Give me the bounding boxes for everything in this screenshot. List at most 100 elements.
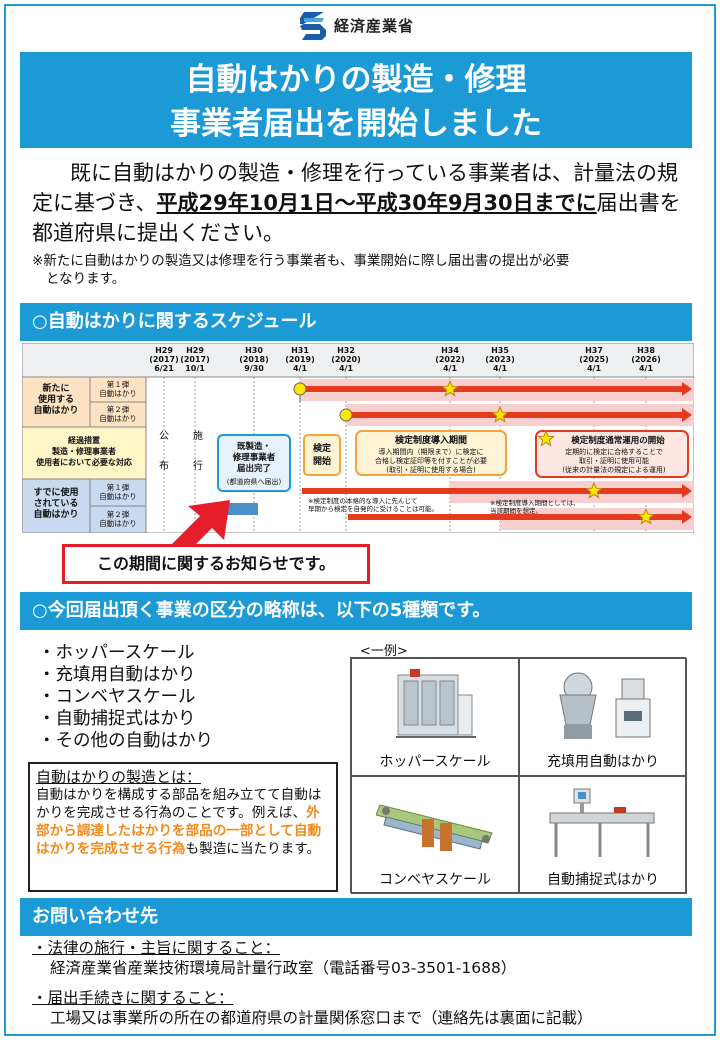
introduction-period-text: (取引・証明に使用する場合) [386,465,476,474]
category-item: コンベヤスケール [38,686,213,708]
timeline-tick-label: (2025) [579,355,609,364]
enforcement-label: 行 [193,459,203,472]
contact-heading: お問い合わせ先 [20,898,692,936]
example-filling: 充填用自動はかり [519,658,687,776]
row-new-label-bg [22,376,91,428]
example-conveyor: コンベヤスケール [351,776,519,894]
timeline-tick-label: H32 [337,346,355,355]
introduction-period-text: 合格し検定証印等を付すことが必要 [375,456,487,465]
callout-arrow-icon [170,500,230,558]
intro-paragraph: 既に自動はかりの製造・修理を行っている事業者は、計量法の規定に基づき、平成29年… [32,158,692,248]
new-batch1-arrow [304,386,684,392]
definition-box: 自動はかりの製造とは： 自動はかりを構成する部品を組み立てて自動はかりを完成させ… [28,762,338,892]
timeline-tick-label: H31 [291,346,309,355]
deadline-emphasis: 平成29年10月1日～平成30年9月30日までに [156,191,597,215]
contact-answer-2: 工場又は事業所の所在の都道府県の計量関係窓口まで（連絡先は裏面に記載） [50,1009,593,1027]
meti-logo-icon [300,12,326,40]
registered-box-text: 修理事業者 [232,452,276,463]
intro-text-2: 届出書を都道府県に提出ください。 [32,191,681,245]
row-existing-batch1: 第１弾 [107,482,130,492]
existing-batch2-arrow-head [682,510,692,524]
full-operation-text: 定期的に検定に合格することで [565,447,663,456]
contact-question-1: ・法律の施行・主旨に関すること： [32,939,281,957]
existing-note-2: 当該期間を想定。 [490,506,542,515]
category-item: 自動捕捉式はかり [38,708,213,730]
definition-text: 自動はかりを構成する部品を組み立てて自動はかりを完成させる行為のことです。例えば… [36,786,330,858]
definition-highlight: 外部から調達したはかりを部品の一部として自動はかりを完成させる行為 [36,805,322,857]
timeline-tick-label: 10/1 [185,364,205,373]
example-caption: 充填用自動はかり [547,754,659,770]
timeline-tick-label: 4/1 [493,364,507,373]
category-item: 充填用自動はかり [38,664,213,686]
contact-answer-1: 経済産業省産業技術環境局計量行政室（電話番号03-3501-1688） [50,959,517,977]
row-transition-label: 製造・修理事業者 [51,446,116,456]
row-new-batch1: 自動はかり [99,388,137,398]
row-existing-batch1-bg [89,478,147,507]
example-caption: コンベヤスケール [379,872,491,888]
checkweigher-image [549,788,655,857]
registered-box-note: (都道府県へ届出) [227,477,282,486]
star-milestone-icon [537,429,555,447]
timeline-tick-label: (2020) [331,355,361,364]
example-hopper: ホッパースケール [351,658,519,776]
timeline-tick-label: 4/1 [639,364,653,373]
existing-batch1-arrow-head [682,484,692,498]
note-line-2: となります。 [46,271,126,287]
registered-box [217,434,291,492]
full-operation-text: 取引・証明に使用可能 [579,456,649,465]
inspection-start-box [303,434,341,476]
timeline-tick-label: (2023) [485,355,515,364]
new-batch2-arrow-head [682,408,692,422]
hopper-scale-image [396,669,476,738]
row-existing-batch1: 自動はかり [99,491,137,501]
row-existing-label: すでに使用 [33,486,78,498]
page-border [4,4,716,1036]
example-grid: ホッパースケール 充填用自動はかり コンベヤスケール [350,657,687,894]
existing-note-2: ※検定制度導入期間としては、 [490,498,580,507]
row-existing-label: 自動はかり [33,508,78,520]
note-line-1: ※新たに自動はかりの製造又は修理を行う事業者も、事業開始に際し届出書の提出が必要 [32,253,570,269]
row-existing-batch2: 第２弾 [107,509,130,519]
promulgation-label: 公 [159,431,169,442]
existing-batch2-arrow [348,514,684,520]
timeline-tick-label: (2019) [285,355,315,364]
title-banner: 自動はかりの製造・修理 事業者届出を開始しました [20,52,692,148]
intro-note: ※新たに自動はかりの製造又は修理を行う事業者も、事業開始に際し届出書の提出が必要… [32,252,692,288]
enforcement-label: 施 [193,429,203,442]
row-new-batch2: 自動はかり [99,413,137,423]
timeline-tick-label: (2017) [180,355,210,364]
introduction-period-text: 導入期間内（期限まで）に検定に [379,447,484,456]
intro-text-1: 既に自動はかりの製造・修理を行っている事業者は、計量法の規定に基づき、 [32,161,678,215]
star-milestone-icon [637,507,655,525]
example-label: <一例> [360,644,408,659]
title-line-1: 自動はかりの製造・修理 [185,62,527,98]
registered-box-text: 届出完了 [237,463,271,474]
definition-title: 自動はかりの製造とは： [36,768,202,786]
row-existing-batch2: 自動はかり [99,518,137,528]
row-new-label: 使用する [37,393,74,405]
conveyor-scale-image [376,804,493,851]
inspection-start-text: 開始 [313,455,331,467]
timeline-tick-label: H34 [441,346,459,355]
timeline-tick-label: 4/1 [587,364,601,373]
timeline-tick-label: 4/1 [443,364,457,373]
row-existing-label: されている [34,498,79,509]
milestone-marker [293,382,307,396]
title-line-2: 事業者届出を開始しました [170,106,542,142]
row-new-label: 新たに [42,382,69,394]
existing-note-1: 早期から検定を自発的に受けることは可能。 [308,504,438,513]
registration-period-bar [222,503,258,515]
ministry-logo: 経済産業省 [298,8,414,42]
star-milestone-icon [585,481,603,499]
timeline-tick-label: 6/21 [154,364,174,373]
timeline-tick-label: (2018) [239,355,269,364]
schedule-svg: H29(2017)6/21H29(2017)10/1H30(2018)9/30H… [22,343,694,533]
schedule-heading: ○自動はかりに関するスケジュール [20,303,692,341]
timeline-tick-label: H29 [155,346,173,355]
timeline-tick-label: 4/1 [339,364,353,373]
milestone-marker [339,408,353,422]
registered-box-text: 既製造・ [237,441,271,452]
timeline-tick-label: (2022) [435,355,465,364]
full-operation-text: (従来の計量法の規定による運用) [562,465,666,474]
